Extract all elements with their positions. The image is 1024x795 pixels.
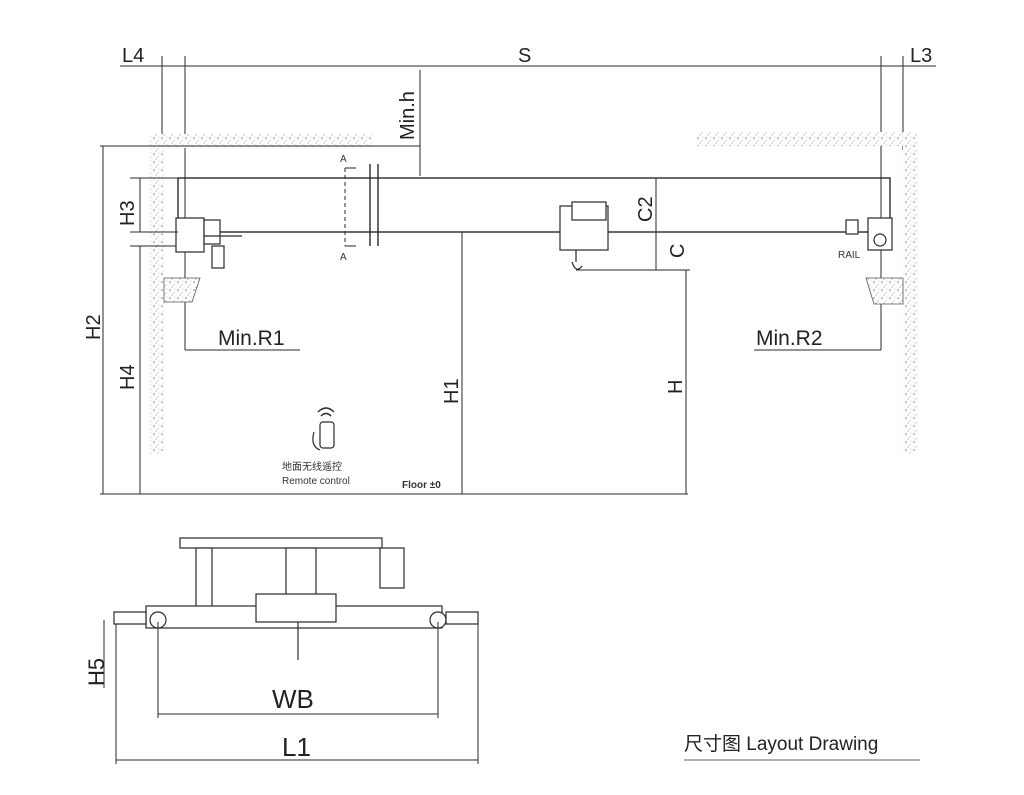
main-girder [177,164,891,246]
label-min-r1: Min.R1 [218,327,285,350]
c-c2-dimension [608,178,690,270]
label-h2: H2 [83,314,105,340]
label-remote-en: Remote control [282,476,350,487]
label-section-a-top: A [340,154,347,165]
label-wb: WB [272,684,314,714]
layout-caption: 尺寸图 Layout Drawing [684,733,878,755]
label-l1: L1 [282,732,311,762]
h1-h-dimension [461,232,690,494]
label-h3: H3 [117,200,139,226]
label-c2: C2 [635,196,657,222]
label-h5: H5 [84,658,109,686]
label-min-h: Min.h [397,91,419,140]
end-carriage-left [175,217,242,269]
min-h-dimension [100,70,421,176]
end-carriage-right [845,217,893,251]
label-l4: L4 [122,45,144,67]
span-dimension [120,56,936,350]
label-l3: L3 [910,45,932,67]
end-view-crane [113,537,479,660]
label-section-a-bottom: A [340,252,347,263]
label-min-r2: Min.R2 [756,327,823,350]
label-h: H [665,380,687,394]
wireless-signal-icon [317,407,335,417]
building-walls [150,132,917,454]
label-remote-cn: 地面无线遥控 [282,460,342,473]
label-s: S [518,45,531,67]
h3-dimension [130,177,178,233]
bottom-dimensions [103,620,479,764]
hoist-trolley-icon [559,201,609,270]
label-h1: H1 [441,378,463,404]
remote-control-icon [312,421,335,451]
label-h4: H4 [117,364,139,390]
h2-h4-dimension [102,146,176,494]
label-c: C [667,244,689,258]
section-marker-a [344,167,356,247]
label-floor: Floor ±0 [402,480,441,491]
label-rail: RAIL [838,250,861,261]
